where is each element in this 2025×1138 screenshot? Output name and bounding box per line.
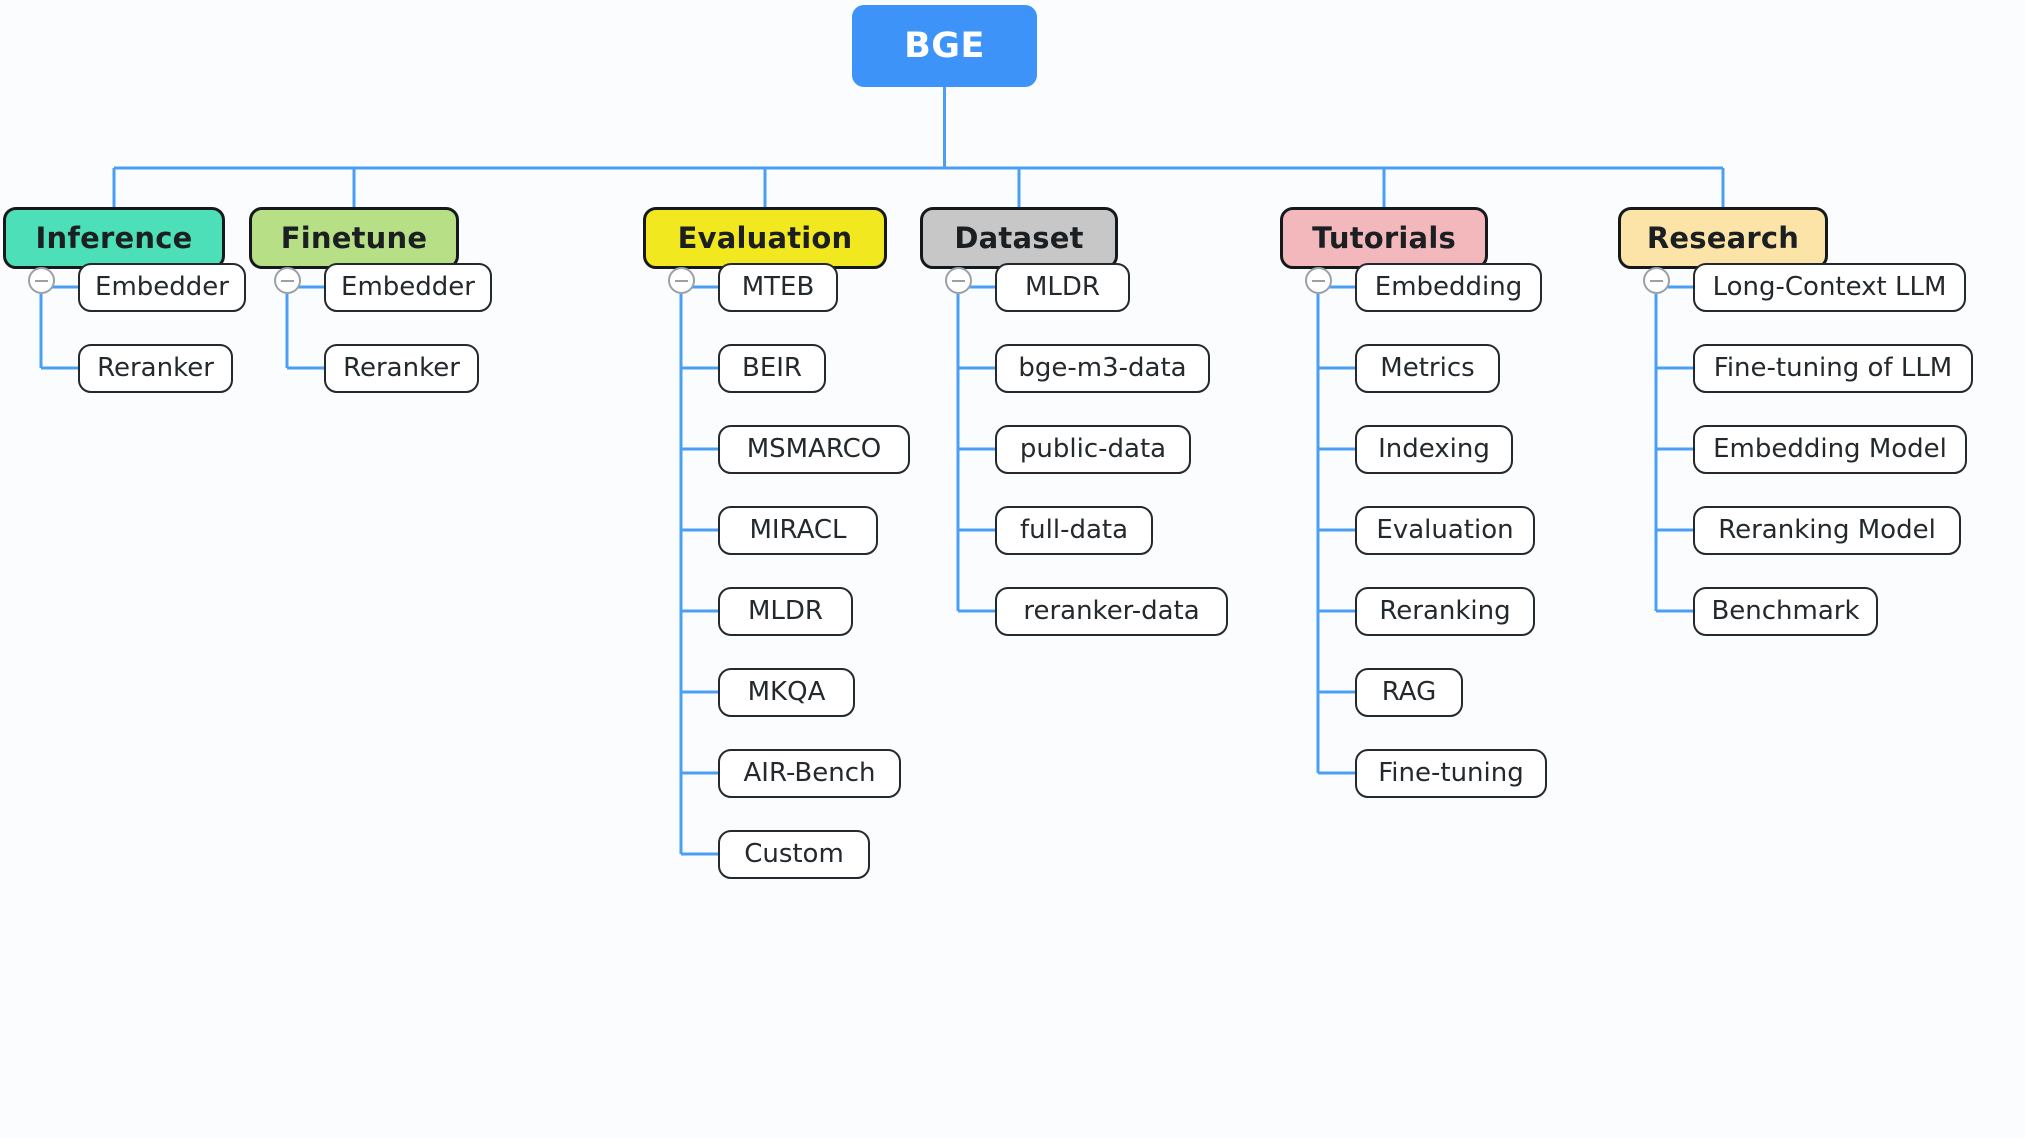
leaf-node-label: Embedding Model bbox=[1713, 434, 1947, 464]
leaf-node[interactable]: reranker-data bbox=[995, 586, 1228, 636]
leaf-node[interactable]: Reranker bbox=[324, 343, 479, 393]
category-node-inference[interactable]: Inference bbox=[3, 207, 225, 269]
leaf-node-label: RAG bbox=[1381, 677, 1437, 707]
leaf-node-label: Benchmark bbox=[1711, 596, 1860, 626]
category-node-label: Inference bbox=[35, 221, 193, 255]
leaf-node-label: Embedding bbox=[1374, 272, 1523, 302]
leaf-node[interactable]: Embedding bbox=[1355, 262, 1542, 312]
leaf-node[interactable]: Fine-tuning of LLM bbox=[1693, 343, 1973, 393]
root-node-label: BGE bbox=[904, 26, 985, 66]
leaf-node[interactable]: MTEB bbox=[718, 262, 838, 312]
leaf-node[interactable]: BEIR bbox=[718, 343, 826, 393]
leaf-node[interactable]: public-data bbox=[995, 424, 1191, 474]
leaf-node-label: bge-m3-data bbox=[1018, 353, 1187, 383]
root-node-bge[interactable]: BGE bbox=[852, 5, 1037, 87]
leaf-node[interactable]: Benchmark bbox=[1693, 586, 1878, 636]
leaf-node[interactable]: full-data bbox=[995, 505, 1153, 555]
leaf-node[interactable]: Reranker bbox=[78, 343, 233, 393]
minus-glyph bbox=[674, 279, 688, 282]
leaf-node-label: Reranker bbox=[343, 353, 460, 383]
category-node-research[interactable]: Research bbox=[1618, 207, 1828, 269]
leaf-node-label: Reranking Model bbox=[1718, 515, 1936, 545]
minus-glyph bbox=[34, 279, 48, 282]
category-node-tutorials[interactable]: Tutorials bbox=[1280, 207, 1488, 269]
leaf-node[interactable]: Reranking Model bbox=[1693, 505, 1961, 555]
leaf-node-label: MSMARCO bbox=[746, 434, 882, 464]
leaf-node-label: Fine-tuning of LLM bbox=[1713, 353, 1953, 383]
leaf-node[interactable]: Embedder bbox=[78, 262, 246, 312]
leaf-node-label: Embedder bbox=[341, 272, 475, 302]
leaf-node-label: Embedder bbox=[95, 272, 229, 302]
leaf-node-label: Long-Context LLM bbox=[1712, 272, 1947, 302]
leaf-node-label: MLDR bbox=[1024, 272, 1100, 302]
leaf-node[interactable]: MIRACL bbox=[718, 505, 878, 555]
leaf-node[interactable]: bge-m3-data bbox=[995, 343, 1210, 393]
leaf-node[interactable]: Reranking bbox=[1355, 586, 1535, 636]
leaf-node[interactable]: Evaluation bbox=[1355, 505, 1535, 555]
category-node-label: Research bbox=[1646, 221, 1800, 255]
leaf-node-label: Evaluation bbox=[1376, 515, 1514, 545]
leaf-node[interactable]: Indexing bbox=[1355, 424, 1513, 474]
leaf-node-label: MIRACL bbox=[749, 515, 847, 545]
collapse-minus-icon-evaluation[interactable] bbox=[667, 267, 695, 294]
leaf-node-label: Reranking bbox=[1379, 596, 1511, 626]
minus-glyph bbox=[951, 279, 965, 282]
leaf-node[interactable]: RAG bbox=[1355, 667, 1463, 717]
leaf-node[interactable]: MLDR bbox=[718, 586, 853, 636]
category-node-label: Finetune bbox=[280, 221, 428, 255]
leaf-node-label: MLDR bbox=[747, 596, 823, 626]
leaf-node[interactable]: MKQA bbox=[718, 667, 855, 717]
minus-glyph bbox=[1649, 279, 1663, 282]
leaf-node-label: Fine-tuning bbox=[1378, 758, 1524, 788]
collapse-minus-icon-finetune[interactable] bbox=[273, 267, 301, 294]
leaf-node[interactable]: Embedder bbox=[324, 262, 492, 312]
leaf-node-label: BEIR bbox=[742, 353, 802, 383]
leaf-node-label: full-data bbox=[1019, 515, 1129, 545]
leaf-node[interactable]: Metrics bbox=[1355, 343, 1500, 393]
leaf-node[interactable]: Embedding Model bbox=[1693, 424, 1967, 474]
leaf-node[interactable]: Custom bbox=[718, 829, 870, 879]
minus-glyph bbox=[1311, 279, 1325, 282]
leaf-node[interactable]: Long-Context LLM bbox=[1693, 262, 1966, 312]
leaf-node-label: Reranker bbox=[97, 353, 214, 383]
leaf-node-label: MKQA bbox=[747, 677, 826, 707]
category-node-dataset[interactable]: Dataset bbox=[920, 207, 1118, 269]
leaf-node-label: Custom bbox=[744, 839, 844, 869]
collapse-minus-icon-research[interactable] bbox=[1642, 267, 1670, 294]
leaf-node[interactable]: MLDR bbox=[995, 262, 1130, 312]
category-node-label: Tutorials bbox=[1312, 221, 1456, 255]
category-node-label: Evaluation bbox=[677, 221, 853, 255]
category-node-evaluation[interactable]: Evaluation bbox=[643, 207, 887, 269]
category-node-label: Dataset bbox=[954, 221, 1084, 255]
leaf-node-label: Indexing bbox=[1378, 434, 1490, 464]
collapse-minus-icon-tutorials[interactable] bbox=[1304, 267, 1332, 294]
leaf-node-label: MTEB bbox=[741, 272, 815, 302]
leaf-node[interactable]: Fine-tuning bbox=[1355, 748, 1547, 798]
minus-glyph bbox=[280, 279, 294, 282]
leaf-node-label: AIR-Bench bbox=[743, 758, 876, 788]
collapse-minus-icon-dataset[interactable] bbox=[944, 267, 972, 294]
leaf-node[interactable]: AIR-Bench bbox=[718, 748, 901, 798]
leaf-node-label: public-data bbox=[1019, 434, 1167, 464]
category-node-finetune[interactable]: Finetune bbox=[249, 207, 459, 269]
leaf-node-label: reranker-data bbox=[1023, 596, 1200, 626]
leaf-node-label: Metrics bbox=[1380, 353, 1475, 383]
collapse-minus-icon-inference[interactable] bbox=[27, 267, 55, 294]
leaf-node[interactable]: MSMARCO bbox=[718, 424, 910, 474]
